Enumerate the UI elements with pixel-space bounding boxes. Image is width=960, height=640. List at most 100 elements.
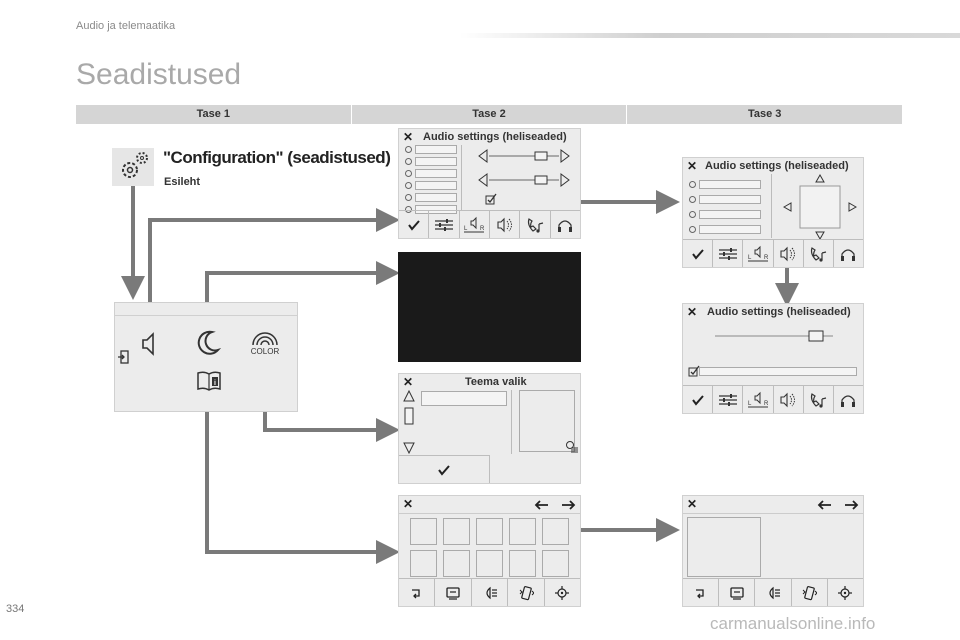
sound-effect-button[interactable] — [774, 386, 804, 413]
arrow-right-icon[interactable] — [562, 500, 576, 510]
phone-audio-button[interactable] — [520, 211, 551, 238]
color-theme-button[interactable]: COLOR — [249, 329, 281, 359]
close-icon[interactable]: ✕ — [403, 497, 414, 511]
arrow-left-icon[interactable] — [817, 500, 831, 510]
theme-settings-icon[interactable] — [565, 440, 579, 454]
grid-tile[interactable] — [410, 518, 437, 545]
grid-tile[interactable] — [476, 550, 503, 577]
confirm-button[interactable] — [399, 211, 430, 238]
option-row[interactable] — [699, 180, 761, 189]
balance-left-label: L — [748, 255, 752, 261]
option-radio[interactable] — [689, 196, 696, 203]
grid-tile[interactable] — [443, 518, 470, 545]
system-settings-detail-panel: ✕ — [682, 495, 864, 607]
lights-button[interactable] — [472, 579, 509, 606]
moon-icon[interactable] — [195, 329, 221, 357]
close-icon[interactable]: ✕ — [687, 305, 698, 319]
option-row[interactable] — [699, 225, 761, 234]
phone-audio-button[interactable] — [804, 386, 834, 413]
level-slider[interactable] — [713, 330, 837, 342]
exit-icon[interactable] — [117, 350, 131, 364]
option-radio[interactable] — [689, 181, 696, 188]
equalizer-button[interactable] — [713, 386, 744, 413]
lights-button[interactable] — [755, 579, 792, 606]
screen-button[interactable] — [719, 579, 756, 606]
sound-effect-button[interactable] — [774, 240, 804, 267]
return-icon — [695, 588, 704, 598]
option-row[interactable] — [699, 195, 761, 204]
theme-list-item[interactable] — [421, 391, 507, 406]
grid-tile[interactable] — [542, 550, 569, 577]
close-icon[interactable]: ✕ — [403, 375, 414, 389]
option-radio[interactable] — [405, 146, 412, 153]
balance-left-label: L — [464, 226, 468, 232]
headphones-button[interactable] — [834, 386, 863, 413]
option-row[interactable] — [699, 210, 761, 219]
return-button[interactable] — [399, 579, 436, 606]
return-button[interactable] — [683, 579, 720, 606]
level-slider[interactable] — [477, 149, 573, 163]
equalizer-button[interactable] — [713, 240, 744, 267]
target-button[interactable] — [545, 579, 580, 606]
display-off-screen — [398, 252, 581, 362]
headphones-button[interactable] — [551, 211, 580, 238]
close-icon[interactable]: ✕ — [687, 159, 698, 173]
audio-settings-title: Audio settings (heliseaded) — [423, 131, 567, 143]
grid-tile[interactable] — [443, 550, 470, 577]
config-icon-box[interactable] — [112, 148, 154, 186]
option-radio[interactable] — [405, 182, 412, 189]
balance-right-label: R — [480, 226, 485, 232]
checkbox-icon[interactable] — [485, 193, 497, 205]
confirm-button[interactable] — [683, 240, 714, 267]
target-icon — [838, 585, 853, 600]
confirm-button[interactable] — [683, 386, 714, 413]
option-row[interactable] — [415, 193, 457, 202]
grid-tile[interactable] — [509, 518, 536, 545]
option-row[interactable] — [415, 181, 457, 190]
phone-audio-button[interactable] — [804, 240, 834, 267]
arrow-left-icon[interactable] — [534, 500, 548, 510]
balance-pad[interactable] — [783, 174, 857, 240]
option-row[interactable] — [415, 205, 457, 214]
vibration-button[interactable] — [792, 579, 828, 606]
option-row[interactable] — [415, 145, 457, 154]
option-row[interactable] — [415, 169, 457, 178]
option-radio[interactable] — [405, 194, 412, 201]
target-button[interactable] — [828, 579, 863, 606]
option-radio[interactable] — [405, 158, 412, 165]
confirm-button[interactable] — [399, 456, 489, 483]
grid-tile[interactable] — [509, 550, 536, 577]
grid-tile[interactable] — [476, 518, 503, 545]
option-radio[interactable] — [689, 226, 696, 233]
option-row[interactable] — [415, 157, 457, 166]
sound-effect-button[interactable] — [490, 211, 521, 238]
vibration-button[interactable] — [508, 579, 545, 606]
header-divider — [399, 513, 580, 514]
checkbox-icon[interactable] — [688, 365, 700, 377]
option-radio[interactable] — [405, 206, 412, 213]
option-radio[interactable] — [689, 211, 696, 218]
book-info-icon[interactable]: i — [196, 370, 224, 392]
grid-tile[interactable] — [542, 518, 569, 545]
level-slider[interactable] — [477, 173, 573, 187]
option-row[interactable] — [699, 367, 857, 376]
screen-button[interactable] — [435, 579, 472, 606]
theme-scrollbar[interactable] — [403, 390, 415, 454]
lights-icon — [485, 586, 497, 599]
close-icon[interactable]: ✕ — [687, 497, 698, 511]
header-rule — [460, 33, 960, 38]
equalizer-button[interactable] — [429, 211, 460, 238]
headphones-button[interactable] — [834, 240, 863, 267]
arrow-book-to-settings — [205, 395, 400, 564]
speaker-icon[interactable] — [139, 331, 159, 357]
color-arc-icon — [252, 332, 278, 346]
option-radio[interactable] — [405, 170, 412, 177]
grid-tile[interactable] — [410, 550, 437, 577]
close-icon[interactable]: ✕ — [403, 130, 414, 144]
arrow-right-icon[interactable] — [845, 500, 859, 510]
headphones-icon — [841, 248, 856, 261]
